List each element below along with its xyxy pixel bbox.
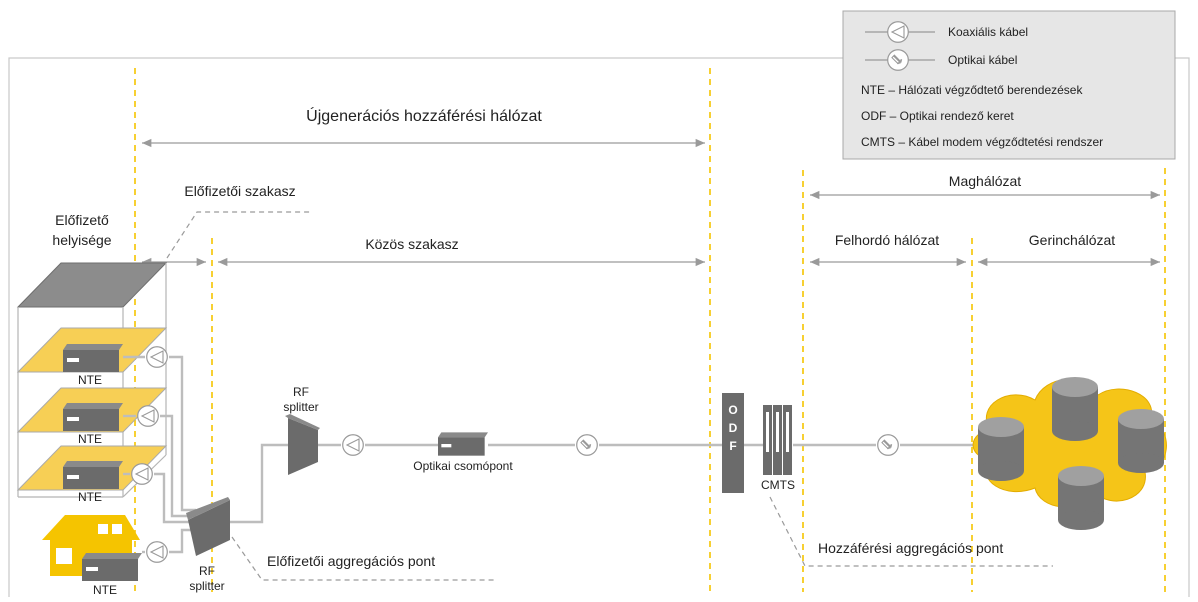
house-window — [112, 524, 122, 534]
legend-coax-label: Koaxiális kábel — [948, 25, 1028, 39]
optical-cable-icon — [886, 48, 910, 72]
access-aggregation-label: Hozzáférési aggregációs pont — [818, 540, 1003, 556]
building-roof — [16, 262, 168, 308]
splitter-label: splitter — [189, 579, 224, 593]
segment-arrows — [142, 138, 1160, 267]
leader-lines — [166, 211, 1053, 581]
rf-splitter-lower — [188, 500, 230, 556]
odf-letter: D — [729, 421, 738, 435]
house-window — [98, 524, 108, 534]
premises-label-line1: Előfizető — [55, 212, 109, 228]
nte-label: NTE — [78, 432, 102, 446]
coax-cable-icon — [146, 346, 168, 368]
odf-letter: F — [729, 439, 736, 453]
legend: Koaxiális kábel Optikai kábel NTE – Háló… — [842, 10, 1176, 160]
shared-section-label: Közös szakasz — [365, 236, 458, 252]
backbone-network-label: Gerinchálózat — [1029, 232, 1115, 248]
coax-cable-icon — [887, 21, 909, 43]
optical-cable-icon — [575, 433, 599, 457]
house-window — [56, 548, 72, 564]
nte-label: NTE — [93, 583, 117, 597]
rf-splitter-lower-top — [186, 497, 230, 520]
optical-node-device — [438, 432, 488, 456]
legend-nte-definition: NTE – Hálózati végződtető berendezések — [861, 83, 1083, 97]
next-gen-label: Újgenerációs hozzáférési hálózat — [306, 106, 542, 125]
odf-letter: O — [728, 403, 737, 417]
core-router-icon — [978, 417, 1024, 481]
core-router-icon — [1058, 466, 1104, 530]
rf-label: RF — [293, 385, 309, 399]
nte-device — [63, 403, 123, 431]
legend-odf-definition: ODF – Optikai rendező keret — [861, 109, 1014, 123]
splitter-label: splitter — [283, 400, 318, 414]
rf-splitter-upper-top — [285, 414, 320, 430]
odf-device — [722, 393, 744, 493]
core-router-icon — [1052, 377, 1098, 441]
nte-label: NTE — [78, 373, 102, 387]
subscriber-aggregation-label: Előfizetői aggregációs pont — [267, 553, 435, 569]
cmts-device — [763, 405, 792, 475]
nte-device — [82, 553, 142, 581]
feeder-network-label: Felhordó hálózat — [835, 232, 939, 248]
subscriber-section-leader — [166, 211, 312, 259]
core-network-label: Maghálózat — [949, 173, 1021, 189]
subscriber-aggregation-leader — [231, 536, 495, 581]
cmts-label: CMTS — [761, 478, 795, 492]
nte-device — [63, 344, 123, 372]
coax-cable-icon — [146, 541, 168, 563]
coax-cable-icon — [137, 405, 159, 427]
coax-cable-icon — [342, 434, 364, 456]
optical-cable-icon — [876, 433, 900, 457]
rf-splitter-upper — [288, 418, 318, 475]
legend-optical-label: Optikai kábel — [948, 53, 1017, 67]
nte-label: NTE — [78, 490, 102, 504]
boundary-lines — [134, 68, 1166, 592]
subscriber-section-label: Előfizetői szakasz — [184, 183, 295, 199]
coax-cables — [123, 355, 985, 554]
nte-device — [63, 461, 123, 489]
house-roof — [42, 515, 140, 540]
premises-label-line2: helyisége — [52, 232, 111, 248]
core-router-icon — [1118, 409, 1164, 473]
coax-cable-icon — [131, 463, 153, 485]
rf-label: RF — [199, 564, 215, 578]
optical-node-label: Optikai csomópont — [413, 459, 513, 473]
legend-cmts-definition: CMTS – Kábel modem végződtetési rendszer — [861, 135, 1103, 149]
